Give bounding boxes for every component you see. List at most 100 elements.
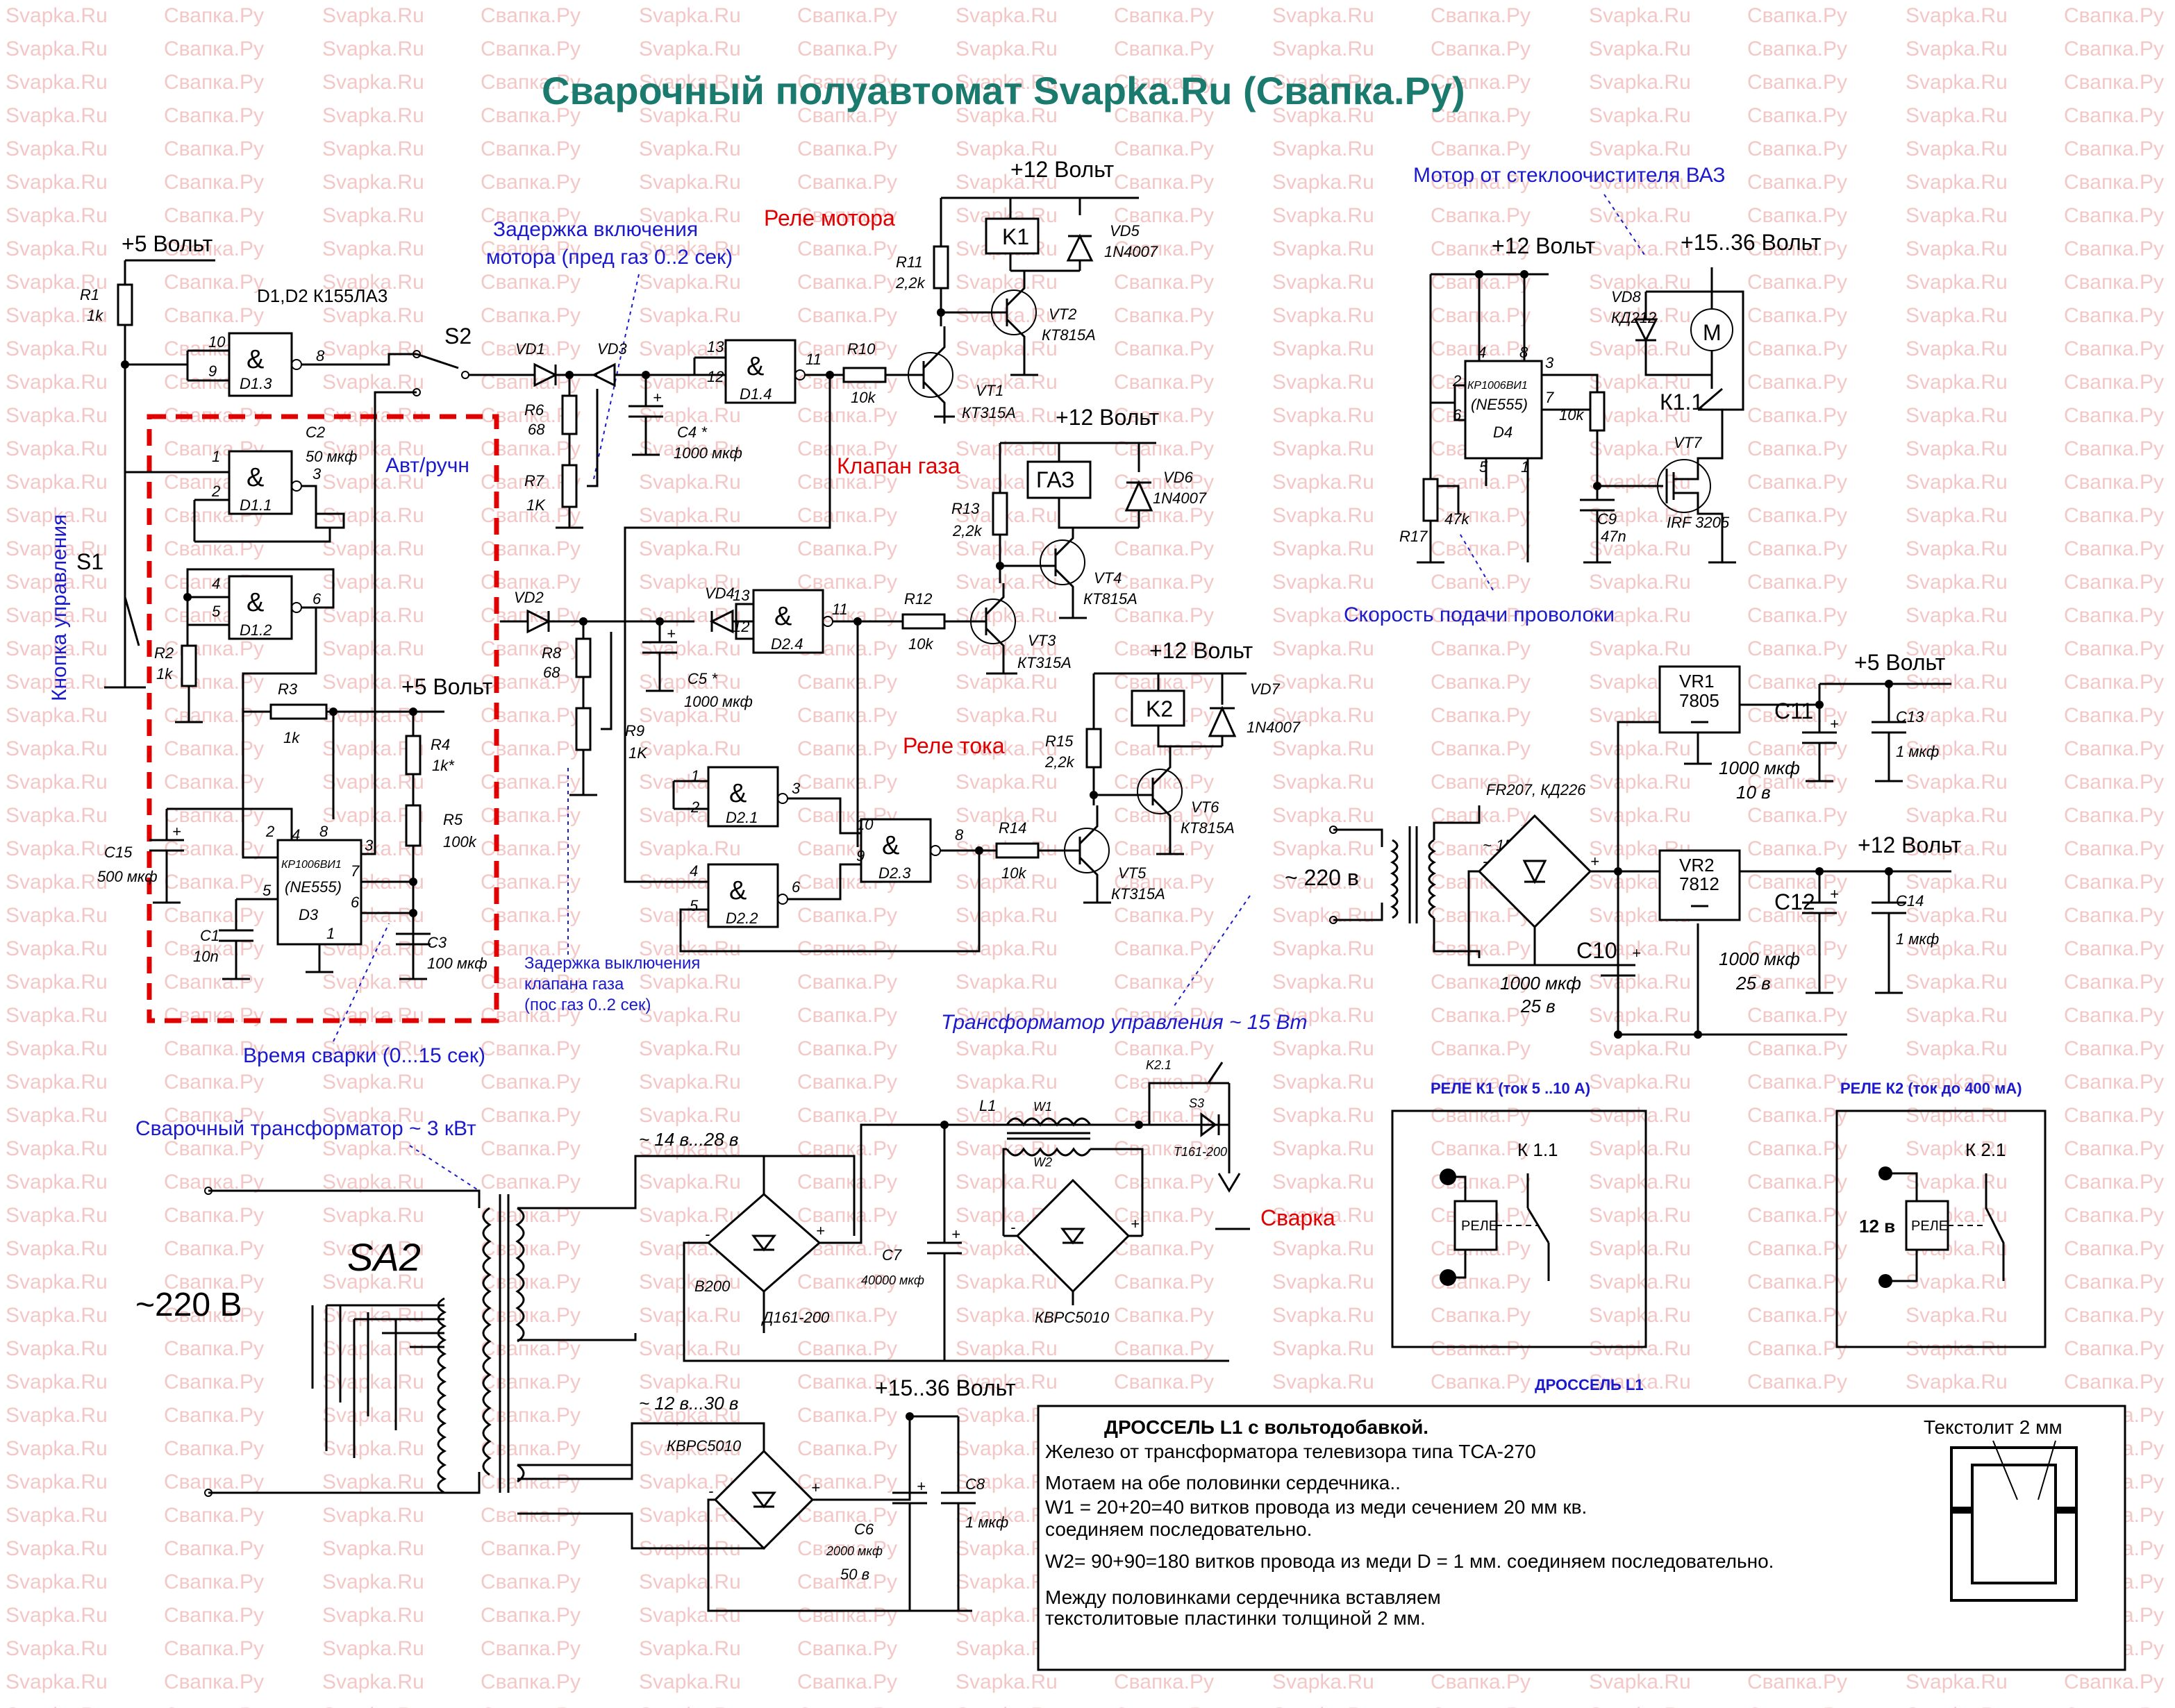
watermark-text: Svapka.Ru [1272,771,1374,794]
watermark-text: Свапка.Ру [1431,237,1531,260]
svg-text:+5 Вольт: +5 Вольт [1854,650,1946,675]
watermark-text: Свапка.Ру [2064,304,2164,327]
svg-text:&: & [247,588,264,617]
svg-text:+15..36 Вольт: +15..36 Вольт [1681,230,1822,255]
watermark-text: Свапка.Ру [164,4,264,27]
watermark-text: Svapka.Ru [6,1571,108,1593]
note-heading: ДРОССЕЛЬ L1 с вольтодобавкой. [1104,1416,1428,1438]
svg-text:D1.4: D1.4 [740,385,772,403]
svg-text:VR1: VR1 [1679,671,1715,692]
svg-text:T161-200: T161-200 [1174,1145,1227,1159]
watermark-text: Svapka.Ru [1589,604,1691,627]
watermark-text: Svapka.Ru [6,1037,108,1060]
watermark-text: Svapka.Ru [639,571,741,594]
watermark-text: Свапка.Ру [1747,1104,1847,1127]
watermark-text: Svapka.Ru [6,1304,108,1327]
watermark-text: Свапка.Ру [1431,1004,1531,1027]
svg-text:5: 5 [212,603,221,620]
watermark-text: Свапка.Ру [1431,37,1531,60]
watermark-text: Свапка.Ру [1431,1037,1531,1060]
watermark-text: Свапка.Ру [1747,1304,1847,1327]
watermark-text: Свапка.Ру [1747,1171,1847,1194]
svg-text:VD5: VD5 [1110,222,1140,240]
watermark-text: Свапка.Ру [481,337,581,360]
svg-text:13: 13 [707,338,724,355]
watermark-text: Svapka.Ru [639,504,741,527]
watermark-text: Свапка.Ру [1747,37,1847,60]
watermark-text: Svapka.Ru [6,4,108,27]
watermark-text: Свапка.Ру [481,1037,581,1060]
watermark-text: Свапка.Ру [1747,904,1847,927]
watermark-text: Svapka.Ru [1906,37,2008,60]
watermark-text: Свапка.Ру [797,1437,897,1460]
svg-text:10k: 10k [1001,864,1026,882]
svg-text:1: 1 [212,448,220,465]
watermark-text: Svapka.Ru [639,437,741,460]
watermark-text: Свапка.Ру [2064,237,2164,260]
watermark-text: Свапка.Ру [1431,304,1531,327]
watermark-text: Svapka.Ru [956,1271,1058,1293]
watermark-text: Svapka.Ru [1589,1337,1691,1360]
watermark-text: Свапка.Ру [164,1437,264,1460]
watermark-text: Svapka.Ru [1272,1271,1374,1293]
watermark-text: Svapka.Ru [639,304,741,327]
watermark-text: Svapka.Ru [6,371,108,394]
watermark-text: Свапка.Ру [481,71,581,94]
watermark-text: Svapka.Ru [1589,1104,1691,1127]
svg-text:C9: C9 [1597,510,1617,528]
label-220v-mains: ~220 В [135,1287,242,1323]
svg-text:VT4: VT4 [1094,569,1122,587]
watermark-text: Svapka.Ru [6,1204,108,1227]
watermark-text: Свапка.Ру [481,1704,581,1708]
label-gas-off-delay-3: (пос газ 0..2 сек) [524,996,651,1014]
watermark-text: Svapka.Ru [322,1337,424,1360]
watermark-text: Svapka.Ru [322,4,424,27]
svg-text:1000 мкф: 1000 мкф [1719,948,1800,969]
svg-text:S2: S2 [444,324,472,349]
watermark-text: Svapka.Ru [6,1704,108,1708]
watermark-text: Свапка.Ру [481,1171,581,1194]
svg-text:+: + [816,1222,825,1239]
watermark-text: Свапка.Ру [797,1037,897,1060]
watermark-text: Свапка.Ру [1747,337,1847,360]
watermark-text: Свапка.Ру [164,1137,264,1160]
watermark-text: Свапка.Ру [164,1537,264,1560]
watermark-text: Свапка.Ру [481,1304,581,1327]
watermark-text: Svapka.Ru [639,1637,741,1660]
svg-text:D1.2: D1.2 [240,621,272,639]
regulator-vr2-7812 [1658,849,1741,921]
watermark-text: Свапка.Ру [1747,704,1847,727]
svg-text:D2.1: D2.1 [726,809,758,826]
watermark-text: Свапка.Ру [797,137,897,160]
svg-text:IRF 3205: IRF 3205 [1667,514,1730,531]
watermark-text: Svapka.Ru [1589,471,1691,494]
watermark-text: Svapka.Ru [6,637,108,660]
watermark-text: Svapka.Ru [956,404,1058,427]
svg-text:D3: D3 [299,906,319,923]
svg-text:4: 4 [212,575,220,592]
watermark-text: Svapka.Ru [956,571,1058,594]
watermark-text: Svapka.Ru [1272,304,1374,327]
watermark-text: Свапка.Ру [2064,1237,2164,1260]
svg-text:47k: 47k [1444,510,1469,528]
svg-text:25 в: 25 в [1735,973,1771,994]
svg-text:1000 мкф: 1000 мкф [1500,973,1581,994]
watermark-text: Svapka.Ru [322,704,424,727]
svg-text:+5 Вольт: +5 Вольт [401,674,493,699]
watermark-text: Свапка.Ру [164,1471,264,1493]
watermark-text: Свапка.Ру [164,1604,264,1627]
watermark-text: Свапка.Ру [797,1371,897,1393]
svg-text:РЕЛЕ: РЕЛЕ [1461,1219,1498,1234]
svg-text:+: + [1131,1215,1140,1232]
svg-text:+: + [1830,885,1839,903]
svg-text:3: 3 [312,465,322,483]
svg-text:ГАЗ: ГАЗ [1036,467,1075,492]
watermark-text: Свапка.Ру [164,771,264,794]
watermark-text: Свапка.Ру [797,1671,897,1693]
watermark-text: Svapka.Ru [956,1304,1058,1327]
watermark-text: Svapka.Ru [956,1671,1058,1693]
watermark-text: Svapka.Ru [639,71,741,94]
watermark-text: Svapka.Ru [322,1304,424,1327]
svg-text:VT1: VT1 [976,382,1003,399]
watermark-text: Svapka.Ru [322,1571,424,1593]
